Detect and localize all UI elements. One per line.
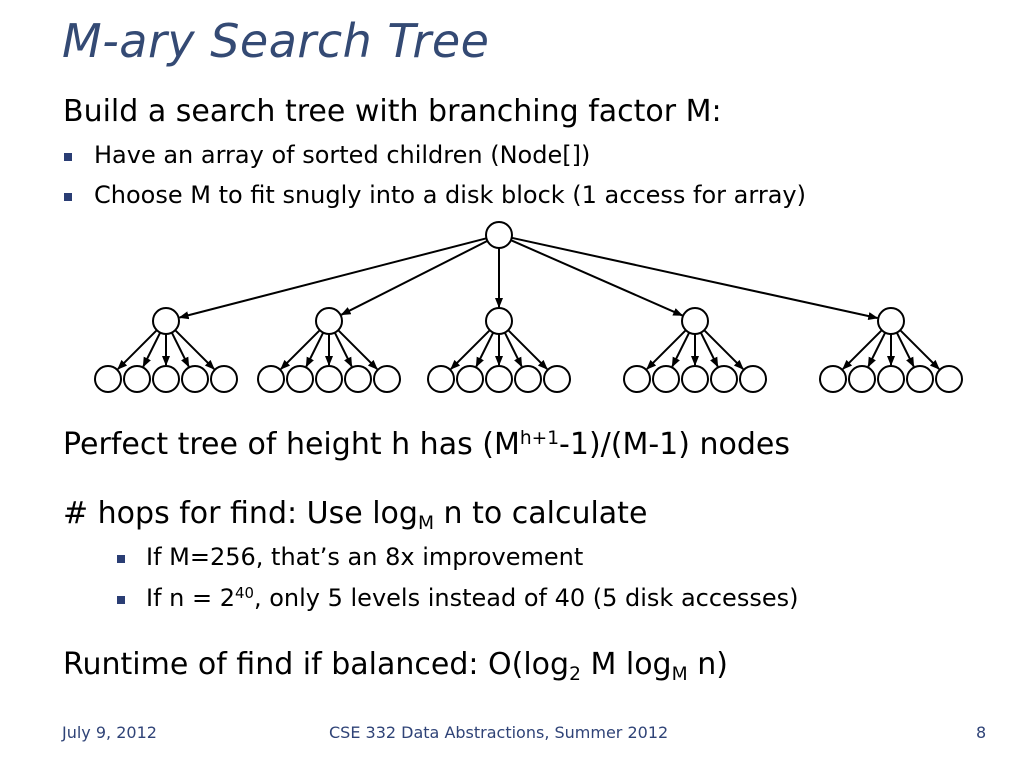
- tree-leaf-node: [210, 365, 238, 393]
- tree-leaf-node: [935, 365, 963, 393]
- runtime-formula: Runtime of find if balanced: O(log2 M lo…: [63, 647, 728, 685]
- perfect-tree-formula: Perfect tree of height h has (Mh+1-1)/(M…: [63, 427, 790, 462]
- tree-leaf-node: [94, 365, 122, 393]
- tree-edge-arrow: [450, 329, 491, 370]
- tree-edge-arrow: [333, 332, 353, 368]
- tree-edge-arrow: [899, 329, 940, 370]
- bullet-sorted-children: Have an array of sorted children (Node[]…: [94, 141, 591, 169]
- slide-title: M-ary Search Tree: [62, 14, 490, 68]
- tree-internal-node: [485, 307, 513, 335]
- tree-edge-arrow: [507, 329, 548, 370]
- tree-internal-node: [152, 307, 180, 335]
- tree-leaf-node: [257, 365, 285, 393]
- footer-course: CSE 332 Data Abstractions, Summer 2012: [329, 723, 669, 742]
- tree-leaf-node: [485, 365, 513, 393]
- tree-leaf-node: [373, 365, 401, 393]
- tree-edge-arrow: [510, 239, 684, 317]
- tree-edge-arrow: [842, 329, 883, 370]
- tree-leaf-node: [543, 365, 571, 393]
- tree-edge-arrow: [867, 332, 887, 368]
- tree-root-node: [485, 221, 513, 249]
- tree-leaf-node: [123, 365, 151, 393]
- tree-leaf-node: [286, 365, 314, 393]
- tree-leaf-node: [877, 365, 905, 393]
- tree-edge-arrow: [170, 332, 190, 368]
- bullet-marker: [64, 193, 72, 201]
- tree-edge-arrow: [305, 332, 325, 368]
- bullet-marker: [117, 555, 125, 563]
- bullet-n-2-40: If n = 240, only 5 levels instead of 40 …: [146, 583, 799, 612]
- tree-internal-node: [681, 307, 709, 335]
- tree-leaf-node: [906, 365, 934, 393]
- hops-for-find: # hops for find: Use logM n to calculate: [63, 496, 648, 534]
- footer-page-number: 8: [976, 723, 987, 742]
- tree-edge-arrow: [703, 329, 744, 370]
- tree-leaf-node: [681, 365, 709, 393]
- tree-edge-arrow: [340, 240, 488, 316]
- tree-leaf-node: [652, 365, 680, 393]
- tree-edge-arrow: [503, 332, 523, 368]
- tree-edge-arrow: [280, 329, 321, 370]
- tree-internal-node: [877, 307, 905, 335]
- tree-leaf-node: [623, 365, 651, 393]
- tree-leaf-node: [456, 365, 484, 393]
- bullet-disk-block: Choose M to fit snugly into a disk block…: [94, 181, 806, 209]
- tree-leaf-node: [344, 365, 372, 393]
- tree-edge-arrow: [671, 332, 691, 368]
- tree-edge-arrow: [475, 332, 495, 368]
- tree-leaf-node: [514, 365, 542, 393]
- tree-edge-arrow: [142, 332, 162, 368]
- intro-text: Build a search tree with branching facto…: [63, 94, 722, 129]
- tree-leaf-node: [315, 365, 343, 393]
- tree-leaf-node: [181, 365, 209, 393]
- tree-leaf-node: [739, 365, 767, 393]
- tree-edge-arrow: [117, 329, 158, 370]
- tree-edge-arrow: [511, 236, 879, 320]
- bullet-marker: [117, 596, 125, 604]
- tree-leaf-node: [848, 365, 876, 393]
- tree-leaf-node: [427, 365, 455, 393]
- tree-edge-arrow: [174, 329, 215, 370]
- bullet-m256: If M=256, that’s an 8x improvement: [146, 543, 584, 571]
- tree-edge-arrow: [646, 329, 687, 370]
- footer-date: July 9, 2012: [62, 723, 157, 742]
- tree-edge-arrow: [895, 332, 915, 368]
- bullet-marker: [64, 153, 72, 161]
- tree-edge-arrow: [699, 332, 719, 368]
- tree-edge-arrow: [178, 237, 487, 320]
- tree-leaf-node: [710, 365, 738, 393]
- tree-leaf-node: [819, 365, 847, 393]
- tree-edge-arrow: [337, 329, 378, 370]
- tree-leaf-node: [152, 365, 180, 393]
- tree-internal-node: [315, 307, 343, 335]
